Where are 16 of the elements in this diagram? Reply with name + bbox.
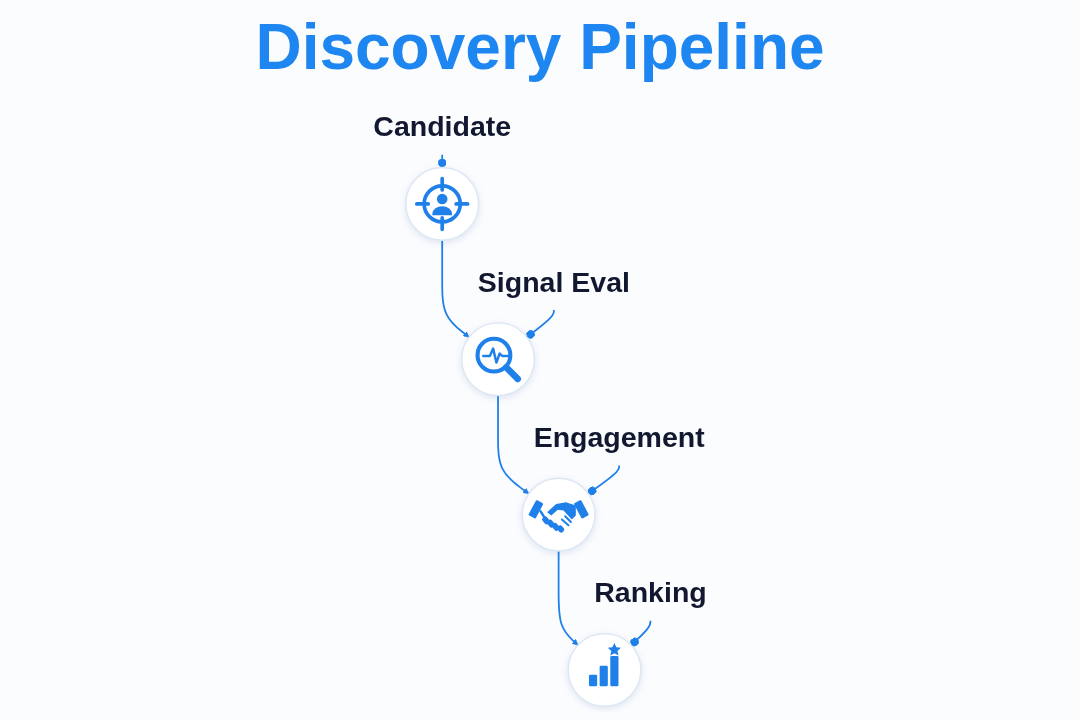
title: Discovery Pipeline [255, 10, 825, 84]
node-circle [521, 477, 596, 552]
connector [437, 153, 447, 169]
node-text: Signal Eval [477, 265, 630, 298]
arrow [557, 550, 579, 646]
node-text: Candidate [373, 110, 512, 142]
node-circle [460, 322, 536, 397]
node-text: Ranking [594, 576, 707, 608]
connector [630, 619, 652, 647]
node-text: Engagement [533, 421, 705, 453]
connector [587, 464, 621, 496]
connector [526, 309, 555, 339]
node-circle [405, 166, 480, 241]
arrow [441, 239, 470, 338]
arrow [497, 394, 530, 494]
node-circle [567, 632, 642, 707]
